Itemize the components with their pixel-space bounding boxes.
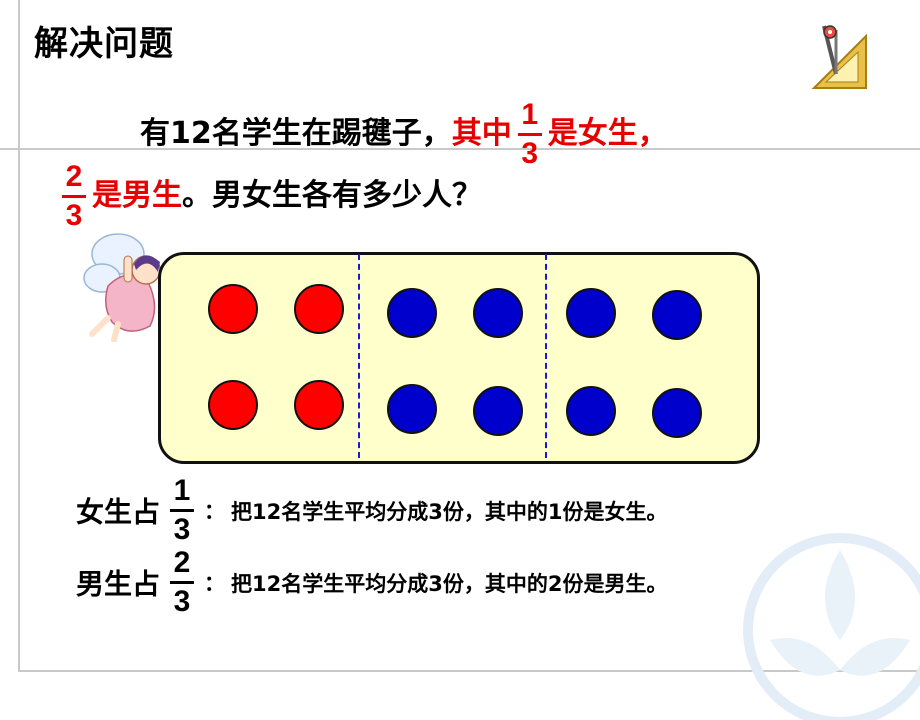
girl-dot [208,284,258,334]
girl-dot [208,380,258,430]
explanation-text: 把12名学生平均分成3份，其中的2份是男生。 [231,571,668,596]
protractor-icon [811,25,867,89]
fraction-denominator: 3 [521,137,539,170]
girl-dot [294,380,344,430]
fairy-illustration [83,233,161,342]
problem-text-b: 其中 [451,116,512,151]
boy-dot [566,386,616,436]
fraction-bar [170,581,195,584]
explanation-label: 女生占 [76,495,161,529]
frame-bottom-line [18,670,920,672]
explanation-colon: ： [204,499,226,524]
fraction-bar [62,195,86,198]
fraction-numerator: 2 [65,160,83,193]
fraction-denominator: 3 [173,513,191,546]
fraction-bar [517,133,542,136]
logo-watermark [743,533,920,720]
problem-text-c: 是女生， [547,116,668,151]
page-title: 解决问题 [34,24,174,64]
fraction-numerator: 1 [173,474,191,507]
boy-dot [652,388,702,438]
divider-line-1 [358,254,360,458]
fraction-numerator: 2 [173,546,191,579]
boy-dot [566,288,616,338]
frame-top-line [0,148,920,150]
problem-text-e: 。男女生各有多少人？ [182,178,482,213]
fraction-bar [170,509,195,512]
problem-text-d: 是男生 [92,178,182,213]
boy-dot [652,290,702,340]
explanation-text: 把12名学生平均分成3份，其中的1份是女生。 [231,499,668,524]
boy-dot [473,288,523,338]
fraction-denominator: 3 [173,585,191,618]
fraction-numerator: 1 [521,98,539,131]
problem-text-a: 有12名学生在踢毽子， [140,116,452,151]
boy-dot [387,288,437,338]
explanation-colon: ： [204,571,226,596]
explanation-label: 男生占 [76,567,161,601]
boy-dot [387,384,437,434]
boy-dot [473,386,523,436]
fraction-denominator: 3 [65,199,83,232]
divider-line-2 [545,254,547,458]
frame-left-line [18,0,20,672]
girl-dot [294,284,344,334]
